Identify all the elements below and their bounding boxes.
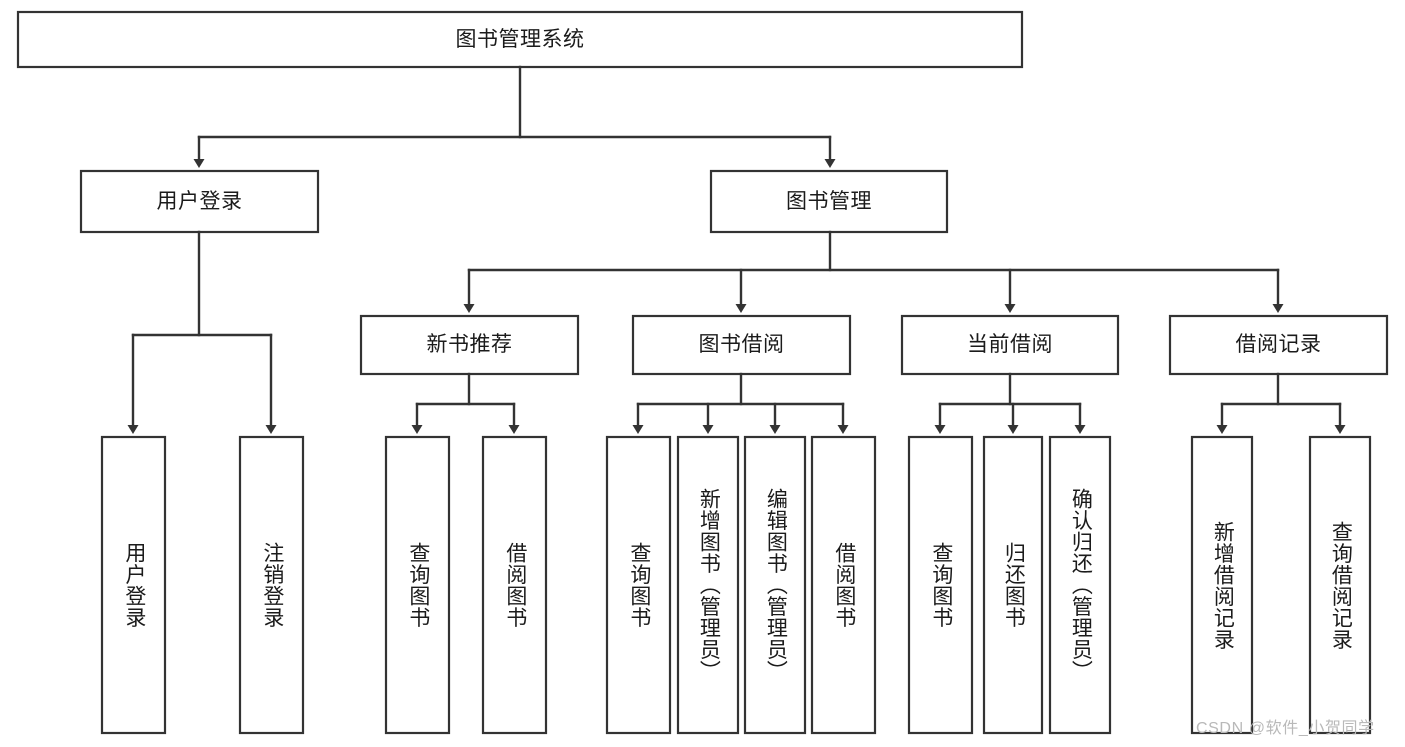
- box-leaf-borrow-book-2[interactable]: [810, 435, 877, 735]
- box-leaf-confirm-return[interactable]: [1048, 435, 1112, 735]
- box-leaf-query-book-2[interactable]: [605, 435, 672, 735]
- box-current-borrow[interactable]: [900, 314, 1120, 376]
- box-leaf-query-record[interactable]: [1308, 435, 1372, 735]
- box-leaf-add-book[interactable]: [676, 435, 740, 735]
- box-leaf-borrow-book-1[interactable]: [481, 435, 548, 735]
- box-leaf-query-book-3[interactable]: [907, 435, 974, 735]
- box-borrow-record[interactable]: [1168, 314, 1389, 376]
- box-leaf-return-book[interactable]: [982, 435, 1044, 735]
- box-leaf-user-login[interactable]: [100, 435, 167, 735]
- box-leaf-user-logout[interactable]: [238, 435, 305, 735]
- box-book-manage[interactable]: [709, 169, 949, 234]
- csdn-watermark: CSDN @软件_小贺同学: [1196, 720, 1375, 737]
- box-leaf-edit-book[interactable]: [743, 435, 807, 735]
- box-root[interactable]: [16, 10, 1024, 69]
- box-leaf-query-book-1[interactable]: [384, 435, 451, 735]
- box-user-login[interactable]: [79, 169, 320, 234]
- connectors: [127, 65, 1346, 434]
- box-new-book-rec[interactable]: [359, 314, 580, 376]
- box-leaf-add-record[interactable]: [1190, 435, 1254, 735]
- box-book-borrow[interactable]: [631, 314, 852, 376]
- node-boxes: [16, 10, 1389, 735]
